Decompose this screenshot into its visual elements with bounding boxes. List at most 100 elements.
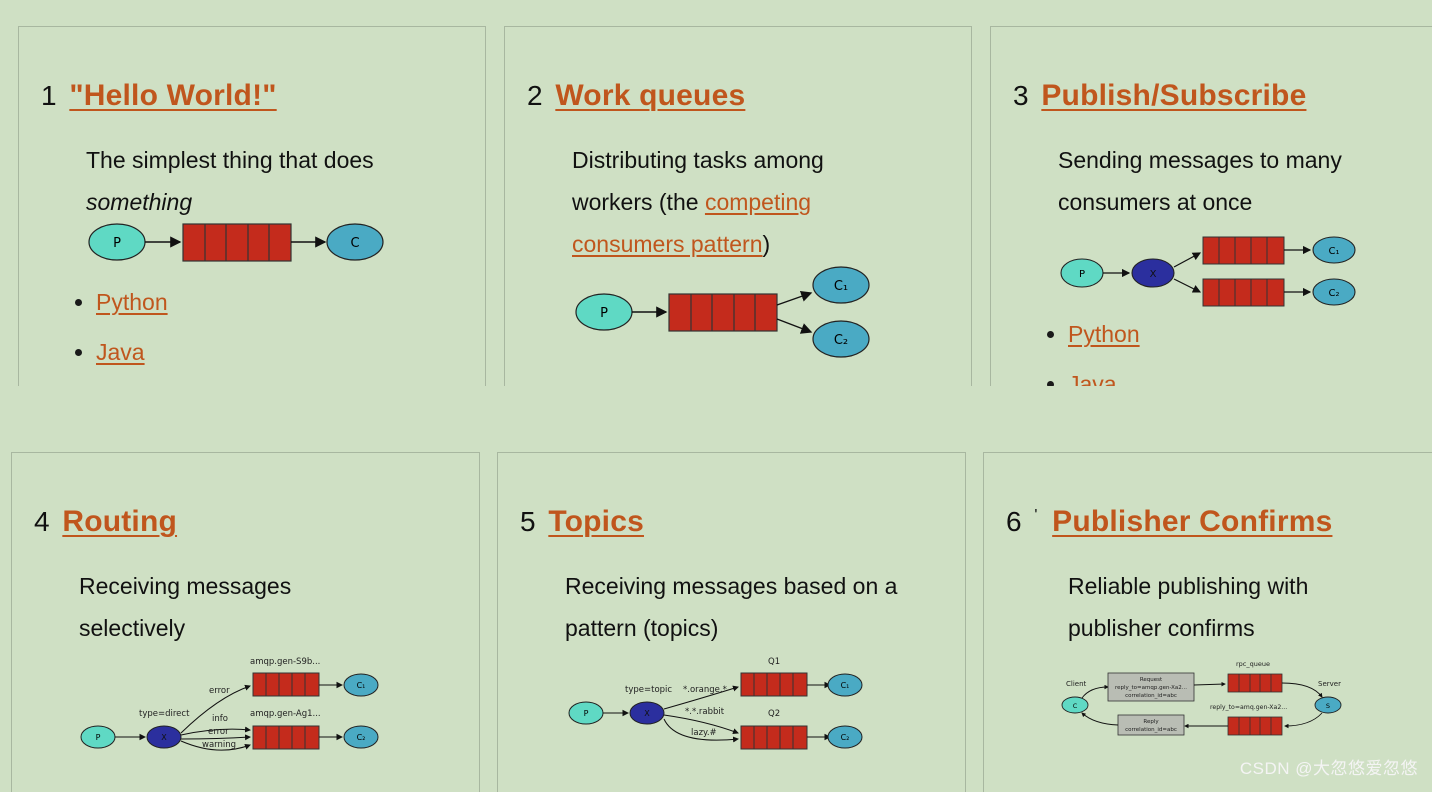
tutorial-number: 3 [1013,80,1029,111]
tutorial-heading: 6 ' Publisher Confirms [1006,505,1332,539]
competing-consumers-link[interactable]: competing consumers pattern [572,189,812,257]
queue-2 [740,725,808,750]
server-node [1314,696,1342,714]
consumer-node-1 [1312,236,1356,264]
tutorial-number: 4 [34,506,50,537]
work-queues-diagram: P C₁ C₂ [575,266,870,358]
description-emphasis: something [86,189,193,215]
consumer-node-1 [827,673,863,697]
java-link[interactable]: Java [1068,371,1117,386]
binding-label-1: error [209,686,230,696]
tutorial-description: Receiving messages selectively [79,573,292,641]
publisher-confirms-diagram: Client Server C S Request reply_to=amqp.… [1061,660,1342,736]
java-link[interactable]: Java [96,339,145,365]
tutorial-description: Reliable publishing with publisher confi… [1068,573,1309,641]
queue1-label: amqp.gen-S9b... [250,657,320,667]
topics-diagram: Q1 Q2 type=topic P X *.orange.* *.*.rabb… [568,657,863,750]
tutorial-description: Sending messages to many consumers at on… [1058,147,1342,215]
request-box [1107,672,1195,702]
tutorial-link-routing[interactable]: Routing [62,505,178,538]
producer-label: P [113,236,121,251]
exchange-type-label: type=topic [625,685,672,695]
rpc-queue [1227,673,1283,693]
publish-subscribe-diagram: P X C₁ C₂ [1060,236,1356,307]
queue2-label: amqp.gen-Ag1... [250,709,321,719]
reply-queue-label: reply_to=amq.gen-Xa2... [1210,704,1287,711]
python-link[interactable]: Python [1068,321,1140,347]
exchange-node [1131,258,1175,288]
request-line1: reply_to=amqp.gen-Xa2... [1115,685,1187,691]
routing-diagram: amqp.gen-S9b... amqp.gen-Ag1... type=dir… [80,657,379,751]
tutorial-number: 6 [1006,506,1022,537]
tutorial-number-tick: ' [1034,507,1038,524]
tutorial-heading: 4 Routing [34,505,177,539]
client-label: Client [1066,680,1087,688]
binding-label-2: info [212,714,228,724]
queue-1 [740,672,808,697]
request-line2: correlation_id=abc [1125,693,1177,699]
queue-2 [252,725,320,750]
consumer-label-2: C₂ [841,733,850,742]
binding-label-4: warning [202,740,236,750]
queue-1 [1202,236,1285,265]
list-item: Python [1068,309,1140,359]
consumer-node-2 [812,320,870,358]
exchange-node [629,701,665,725]
queue2-label: Q2 [768,709,780,719]
tutorial-number: 1 [41,80,57,111]
tutorial-card-3: 3 Publish/Subscribe Sending messages to … [990,26,1432,386]
tutorial-link-topics[interactable]: Topics [548,505,644,538]
tutorial-link-publisher-confirms[interactable]: Publisher Confirms [1052,505,1333,538]
list-item: Python [96,277,168,327]
queue [668,293,778,332]
binding-label-3: lazy.# [691,728,717,738]
consumer-label-1: C₁ [1329,246,1340,257]
tutorial-description: The simplest thing that does something [86,139,456,223]
producer-label: P [584,709,589,718]
queue-1 [252,672,320,697]
tutorial-link-publish-subscribe[interactable]: Publish/Subscribe [1041,79,1307,112]
reply-title: Reply [1143,719,1159,725]
tutorial-card-2: 2 Work queues Distributing tasks among w… [504,26,972,386]
consumer-label-2: C₂ [1329,288,1340,299]
client-node-label: C [1073,702,1078,710]
server-node-label: S [1326,702,1330,710]
python-link[interactable]: Python [96,289,168,315]
tutorial-heading: 5 Topics [520,505,644,539]
rpc-queue-label: rpc_queue [1236,660,1270,668]
tutorial-link-hello-world[interactable]: "Hello World!" [69,79,277,112]
watermark: CSDN @大忽悠爱忽悠 [1239,759,1418,778]
reply-line1: correlation_id=abc [1125,727,1177,733]
consumer-label: C [350,236,359,251]
queue1-label: Q1 [768,657,780,667]
producer-label: P [1079,269,1085,280]
server-label: Server [1318,680,1341,688]
tutorial-card-5: 5 Topics Receiving messages based on a p… [497,452,966,792]
reply-queue [1227,716,1283,736]
consumer-label-1: C₁ [834,279,848,294]
exchange-type-label: type=direct [139,709,190,719]
description-text: ) [762,231,771,257]
exchange-label: X [1150,269,1157,280]
producer-label: P [600,306,608,321]
list-item: Java [96,327,168,377]
binding-label-1: *.orange.* [683,685,727,695]
language-link-list: Python Java [41,277,168,377]
consumer-node-2 [343,725,379,749]
consumer-node [326,223,384,261]
tutorial-heading: 3 Publish/Subscribe [1013,79,1306,113]
tutorial-card-1: 1 "Hello World!" The simplest thing that… [18,26,486,386]
request-title: Request [1140,677,1163,683]
tutorial-card-6: 6 ' Publisher Confirms Reliable publishi… [983,452,1432,792]
tutorial-number: 5 [520,506,536,537]
tutorial-heading: 2 Work queues [527,79,745,113]
consumer-label-2: C₂ [834,333,848,348]
consumer-node-1 [343,673,379,697]
consumer-node-2 [1312,278,1356,306]
tutorial-link-work-queues[interactable]: Work queues [555,79,746,112]
tutorial-heading: 1 "Hello World!" [41,79,277,113]
description-text: The simplest thing that does [86,147,374,173]
hello-world-diagram: P C [88,223,384,262]
binding-label-3: error [208,727,229,737]
consumer-label-1: C₁ [357,681,366,690]
